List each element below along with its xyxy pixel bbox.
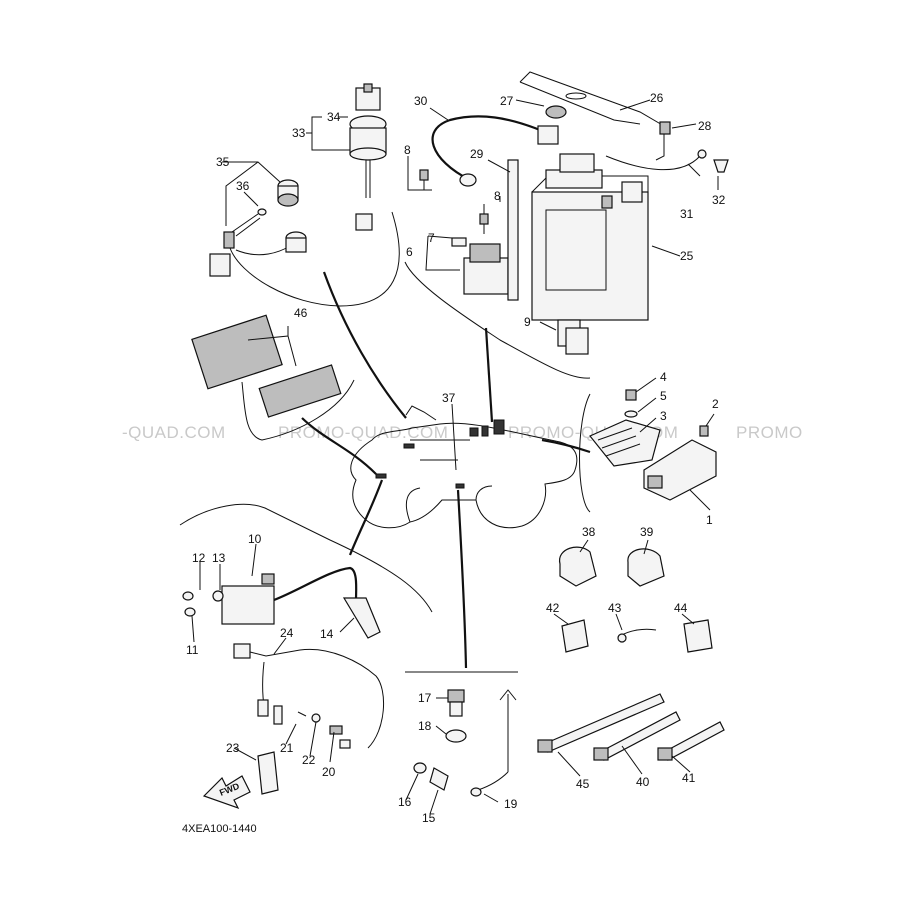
callout-5: 5 — [660, 389, 667, 403]
callout-4: 4 — [660, 370, 667, 384]
callout-15: 15 — [422, 811, 436, 825]
callout-39: 39 — [640, 525, 654, 539]
callout-46: 46 — [294, 306, 308, 320]
vehicle-outline — [350, 405, 578, 529]
rectifier-cdi — [589, 389, 717, 501]
callout-23: 23 — [226, 741, 240, 755]
fwd-arrow-icon: FWD — [202, 775, 251, 810]
watermark-text: PROMO — [736, 423, 803, 442]
callout-35: 35 — [216, 155, 230, 169]
wire-harness — [233, 643, 385, 795]
callout-43: 43 — [608, 601, 622, 615]
callout-45: 45 — [576, 777, 590, 791]
callout-7: 7 — [428, 231, 435, 245]
callout-12: 12 — [192, 551, 206, 565]
callout-21: 21 — [280, 741, 294, 755]
callout-31: 31 — [680, 207, 694, 221]
callout-26: 26 — [650, 91, 664, 105]
group-leaders — [301, 271, 591, 669]
callout-34: 34 — [327, 110, 341, 124]
callout-6: 6 — [406, 245, 413, 259]
callout-41: 41 — [682, 771, 696, 785]
callout-1: 1 — [706, 513, 713, 527]
callout-33: 33 — [292, 126, 306, 140]
watermark-text: -QUAD.COM — [122, 423, 226, 442]
callout-37: 37 — [442, 391, 456, 405]
callout-8b: 8 — [494, 189, 501, 203]
starter-relay — [419, 115, 559, 301]
callout-36: 36 — [236, 179, 250, 193]
callout-44: 44 — [674, 601, 688, 615]
callout-42: 42 — [546, 601, 560, 615]
callout-38: 38 — [582, 525, 596, 539]
callout-28: 28 — [698, 119, 712, 133]
callout-17: 17 — [418, 691, 432, 705]
callout-8a: 8 — [404, 143, 411, 157]
cable-ties — [537, 693, 725, 761]
callout-9: 9 — [524, 315, 531, 329]
callout-40: 40 — [636, 775, 650, 789]
callout-27: 27 — [500, 94, 514, 108]
callout-29: 29 — [470, 147, 484, 161]
callout-14: 14 — [320, 627, 334, 641]
callout-leaders — [191, 99, 719, 815]
callout-10: 10 — [248, 532, 262, 546]
callout-30: 30 — [414, 94, 428, 108]
callout-25: 25 — [680, 249, 694, 263]
callout-20: 20 — [322, 765, 336, 779]
callout-numbers: 34 33 35 36 30 27 26 28 29 8 7 6 8 9 25 … — [186, 91, 726, 825]
callout-32: 32 — [712, 193, 726, 207]
callout-13: 13 — [212, 551, 226, 565]
temperature-sensors — [413, 689, 517, 797]
callout-19: 19 — [504, 797, 518, 811]
ignition-coil — [182, 566, 381, 639]
main-switch — [349, 83, 387, 231]
group-dividers — [179, 211, 591, 673]
callout-2: 2 — [712, 397, 719, 411]
clamps — [559, 546, 713, 653]
fuse-covers — [191, 314, 342, 418]
callout-18: 18 — [418, 719, 432, 733]
watermark-text: PROMO-QUAD.COM — [278, 423, 448, 442]
callout-16: 16 — [398, 795, 412, 809]
callout-24: 24 — [280, 626, 294, 640]
battery — [519, 71, 729, 355]
callout-22: 22 — [302, 753, 316, 767]
callout-11: 11 — [186, 643, 199, 657]
light-switch — [209, 179, 307, 277]
diagram-code: 4XEA100-1440 — [182, 823, 257, 835]
callout-3: 3 — [660, 409, 667, 423]
